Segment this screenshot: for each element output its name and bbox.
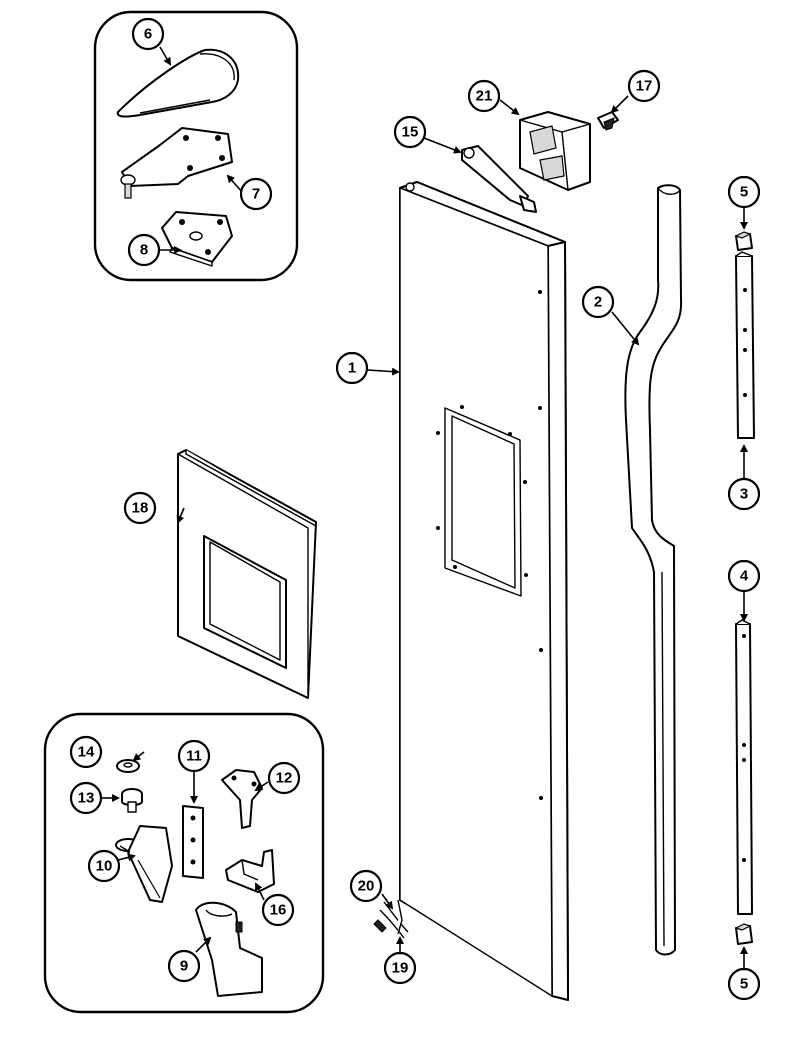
callout-10: 10 [87,849,121,883]
callout-17: 17 [627,69,661,103]
washer-part [116,759,140,773]
callout-18: 18 [123,491,157,525]
door-panel-part [399,181,569,1001]
end-cap-top-part [734,231,753,251]
callout-6-label: 6 [144,26,152,43]
callout-3: 3 [727,477,761,511]
callout-18-label: 18 [132,500,149,517]
callout-5-top-label: 5 [740,184,748,201]
callout-7-label: 7 [252,186,260,203]
callout-20-label: 20 [358,878,375,895]
bottom-hinge-part [115,825,173,903]
callout-19: 19 [383,951,417,985]
callout-12-label: 12 [276,770,293,787]
callout-7: 7 [239,177,273,211]
callout-13: 13 [69,781,103,815]
hinge-cover-part [116,48,240,118]
callout-2: 2 [581,285,615,319]
door-stop-bracket-part [221,769,263,829]
callout-15: 15 [393,115,427,149]
callout-2-label: 2 [594,294,602,311]
callouts: 1 2 3 4 5 5 6 7 8 9 10 11 12 13 14 15 16… [69,17,761,1001]
callout-5-bottom-label: 5 [740,976,748,993]
switch-housing-part [519,111,591,191]
callout-4: 4 [727,559,761,593]
callout-16: 16 [261,893,295,927]
callout-5-top: 5 [727,175,761,209]
hinge-pin-part [121,788,143,813]
dispenser-trim-frame-part [177,449,317,699]
callout-9-label: 9 [180,958,188,975]
callout-11: 11 [177,739,211,773]
callout-1: 1 [335,351,369,385]
bottom-hinge-cover-part [195,901,263,997]
callout-6: 6 [131,17,165,51]
hinge-spacer-plate-part [182,805,204,879]
upper-hinge-plate-part [120,127,233,199]
clip-part [597,111,619,131]
callout-8-label: 8 [140,242,148,259]
closure-cam-bracket-part [225,849,275,893]
callout-21-label: 21 [476,88,493,105]
leader-lines [102,46,748,968]
callout-5-bottom: 5 [727,967,761,1001]
door-handle-part [624,184,683,956]
callout-10-label: 10 [96,858,113,875]
inset-frame-hinge-covers [93,10,299,282]
callout-14: 14 [69,735,103,769]
callout-12: 12 [267,761,301,795]
callout-1-label: 1 [348,360,356,377]
upper-trim-strip-part [735,251,755,439]
callout-21: 21 [467,79,501,113]
hinge-shim-part [161,211,233,267]
callout-15-label: 15 [402,124,419,141]
callout-17-label: 17 [636,78,653,95]
lower-trim-strip-part [735,619,753,915]
callout-13-label: 13 [78,790,95,807]
inset-frame-lower-hinge [43,712,325,1014]
end-cap-bottom-part [734,923,753,945]
callout-3-label: 3 [740,486,748,503]
callout-16-label: 16 [270,902,287,919]
callout-8: 8 [127,233,161,267]
callout-4-label: 4 [740,568,749,585]
callout-19-label: 19 [392,960,409,977]
callout-20: 20 [349,869,383,903]
callout-9: 9 [167,949,201,983]
callout-11-label: 11 [186,748,202,765]
switch-bracket-part [461,145,537,213]
callout-14-label: 14 [78,744,95,761]
